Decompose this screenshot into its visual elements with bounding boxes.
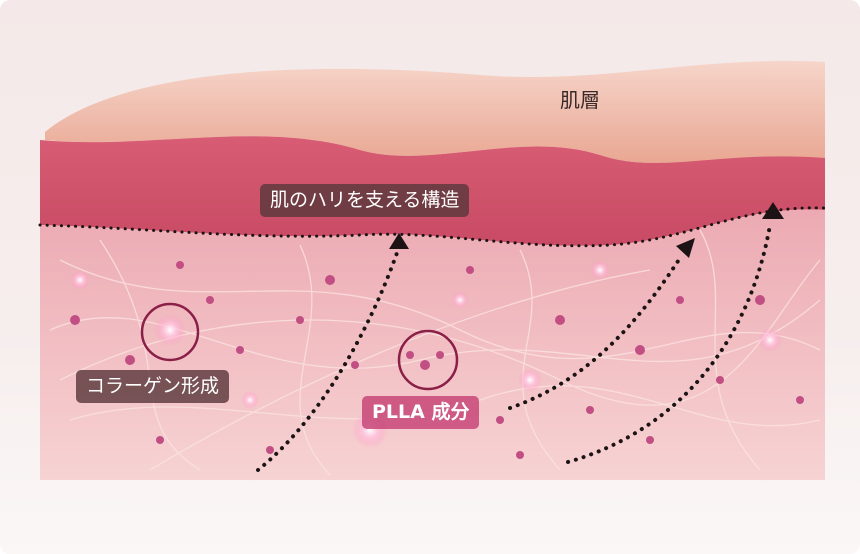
plla-highlight-circle	[397, 329, 459, 391]
structure-label: 肌のハリを支える構造	[260, 184, 470, 217]
collagen-label: コラーゲン形成	[76, 370, 230, 403]
arrow-head-3	[762, 202, 784, 219]
plla-label: PLLA 成分	[362, 396, 480, 429]
growth-arrows	[256, 223, 772, 472]
collagen-highlight-circle	[140, 302, 200, 362]
arrow-head-1	[389, 233, 409, 249]
arrow-path-2	[508, 253, 684, 410]
dermis-layer	[40, 209, 825, 481]
skin-layer-label: 肌層	[560, 88, 600, 112]
arrow-heads	[389, 202, 784, 258]
arrow-path-3	[566, 223, 772, 464]
skin-surface	[45, 60, 825, 164]
plla-particles	[70, 261, 804, 459]
arrow-head-2	[676, 238, 695, 258]
boundary-dotted-line	[38, 206, 827, 248]
sparkles	[70, 260, 782, 448]
arrow-path-1	[256, 248, 400, 472]
